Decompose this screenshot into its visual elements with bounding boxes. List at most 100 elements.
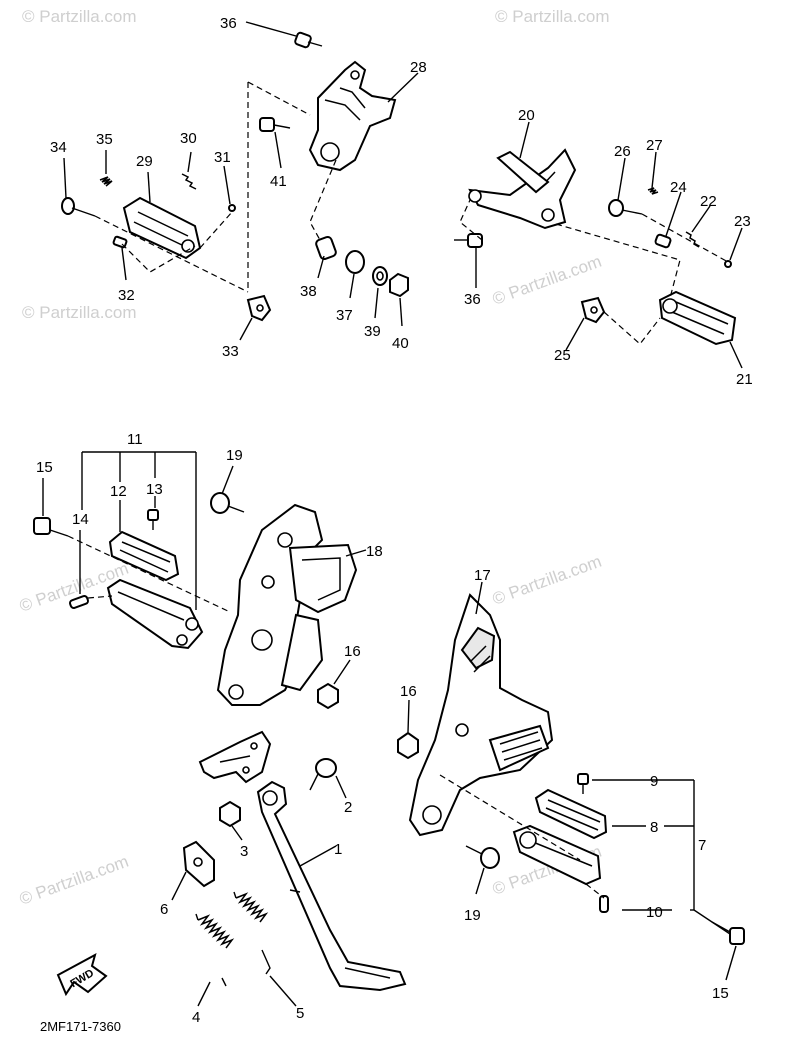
callout-41: 41 xyxy=(270,173,287,190)
part-36-bolt xyxy=(294,31,323,49)
part-12-rubber xyxy=(108,530,180,582)
callout-5: 5 xyxy=(296,1005,304,1022)
part-37-bushing xyxy=(345,250,365,274)
part-17-bracket xyxy=(408,593,554,837)
part-8-rubber xyxy=(534,788,608,840)
callout-40: 40 xyxy=(392,335,409,352)
watermark: © Partzilla.com xyxy=(22,7,137,26)
part-34-pin xyxy=(61,197,96,217)
part-21-footpeg xyxy=(658,290,737,346)
part-7-footpeg xyxy=(512,824,602,886)
part-28-bracket xyxy=(308,60,397,172)
callout-38: 38 xyxy=(300,283,317,300)
callout-2: 2 xyxy=(344,799,352,816)
callout-8: 8 xyxy=(650,819,658,836)
callout-17: 17 xyxy=(474,567,491,584)
part-2-bolt xyxy=(309,758,337,791)
callout-22: 22 xyxy=(700,193,717,210)
watermark: © Partzilla.com xyxy=(490,552,604,609)
part-19-bolt xyxy=(210,492,245,514)
part-26-pin xyxy=(608,199,643,217)
part-35-spring xyxy=(99,176,113,187)
callout-29: 29 xyxy=(136,153,153,170)
callout-10: 10 xyxy=(646,904,663,921)
callout-9: 9 xyxy=(650,773,658,790)
diagram-code: 2MF171-7360 xyxy=(40,1019,121,1034)
part-11-footpeg xyxy=(106,578,204,650)
part-5-spring xyxy=(233,891,271,975)
callout-23: 23 xyxy=(734,213,751,230)
callout-6: 6 xyxy=(160,901,168,918)
part-20-bracket xyxy=(468,148,577,230)
part-19-bolt-rh xyxy=(465,845,500,869)
callout-16: 16 xyxy=(344,643,361,660)
part-3-nut xyxy=(219,800,241,828)
part-6-plate xyxy=(182,840,215,888)
part-40-nut xyxy=(389,272,409,298)
callout-19: 19 xyxy=(226,447,243,464)
watermark: © Partzilla.com xyxy=(17,852,131,909)
leader-lines-mid-left xyxy=(42,451,367,685)
part-13-screw xyxy=(147,509,159,530)
part-31-ball xyxy=(228,204,236,212)
part-10-pin xyxy=(599,895,609,913)
part-22-spring xyxy=(685,231,700,248)
watermark: © Partzilla.com xyxy=(22,303,137,322)
part-4-spring xyxy=(195,913,235,987)
callout-labels: 36 28 34 35 30 31 29 41 32 33 38 37 39 4… xyxy=(36,15,753,1026)
callout-27: 27 xyxy=(646,137,663,154)
part-24-plunger xyxy=(654,233,672,249)
part-9-screw xyxy=(577,773,589,794)
callout-31: 31 xyxy=(214,149,231,166)
callout-13: 13 xyxy=(146,481,163,498)
callout-11: 11 xyxy=(127,431,143,448)
callout-16-rh: 16 xyxy=(400,683,417,700)
leader-lines-bottom xyxy=(171,775,347,1007)
callout-20: 20 xyxy=(518,107,535,124)
part-15-bolt xyxy=(33,517,69,537)
part-39-washer xyxy=(372,266,388,286)
callout-30: 30 xyxy=(180,130,197,147)
part-27-spring xyxy=(647,187,659,195)
callout-37: 37 xyxy=(336,307,353,324)
fwd-arrow-icon: FWD xyxy=(56,953,108,997)
part-33-clip xyxy=(246,294,272,322)
callout-33: 33 xyxy=(222,343,239,360)
leader-lines-top-right xyxy=(459,121,743,369)
callout-21: 21 xyxy=(736,371,753,388)
part-41-bolt xyxy=(259,117,291,132)
part-18-bracket xyxy=(216,503,358,706)
callout-34: 34 xyxy=(50,139,67,156)
callout-25: 25 xyxy=(554,347,571,364)
part-3-bracket xyxy=(198,730,272,784)
part-16-nut xyxy=(317,682,339,710)
callout-12: 12 xyxy=(110,483,127,500)
watermark: © Partzilla.com xyxy=(495,7,610,26)
callout-19-rh: 19 xyxy=(464,907,481,924)
callout-3: 3 xyxy=(240,843,248,860)
callout-18: 18 xyxy=(366,543,383,560)
leader-lines-mid-right xyxy=(407,581,737,981)
callout-26: 26 xyxy=(614,143,631,160)
callout-15: 15 xyxy=(36,459,53,476)
callout-15-rh: 15 xyxy=(712,985,729,1002)
callout-14: 14 xyxy=(72,511,89,528)
callout-36: 36 xyxy=(220,15,237,32)
callout-35: 35 xyxy=(96,131,113,148)
part-30-spring xyxy=(181,173,197,190)
part-16-nut-rh xyxy=(397,731,419,760)
part-14-pin xyxy=(69,595,89,609)
callout-7: 7 xyxy=(698,837,706,854)
callout-28: 28 xyxy=(410,59,427,76)
callout-32: 32 xyxy=(118,287,135,304)
callout-39: 39 xyxy=(364,323,381,340)
part-23-ball xyxy=(724,260,732,268)
callout-24: 24 xyxy=(670,179,687,196)
part-1-sidestand xyxy=(256,780,407,992)
callout-4: 4 xyxy=(192,1009,200,1026)
leader-lines-top-left xyxy=(63,21,419,341)
part-25-clip xyxy=(580,296,606,324)
callout-36-rh: 36 xyxy=(464,291,481,308)
part-38-collar xyxy=(315,235,337,261)
